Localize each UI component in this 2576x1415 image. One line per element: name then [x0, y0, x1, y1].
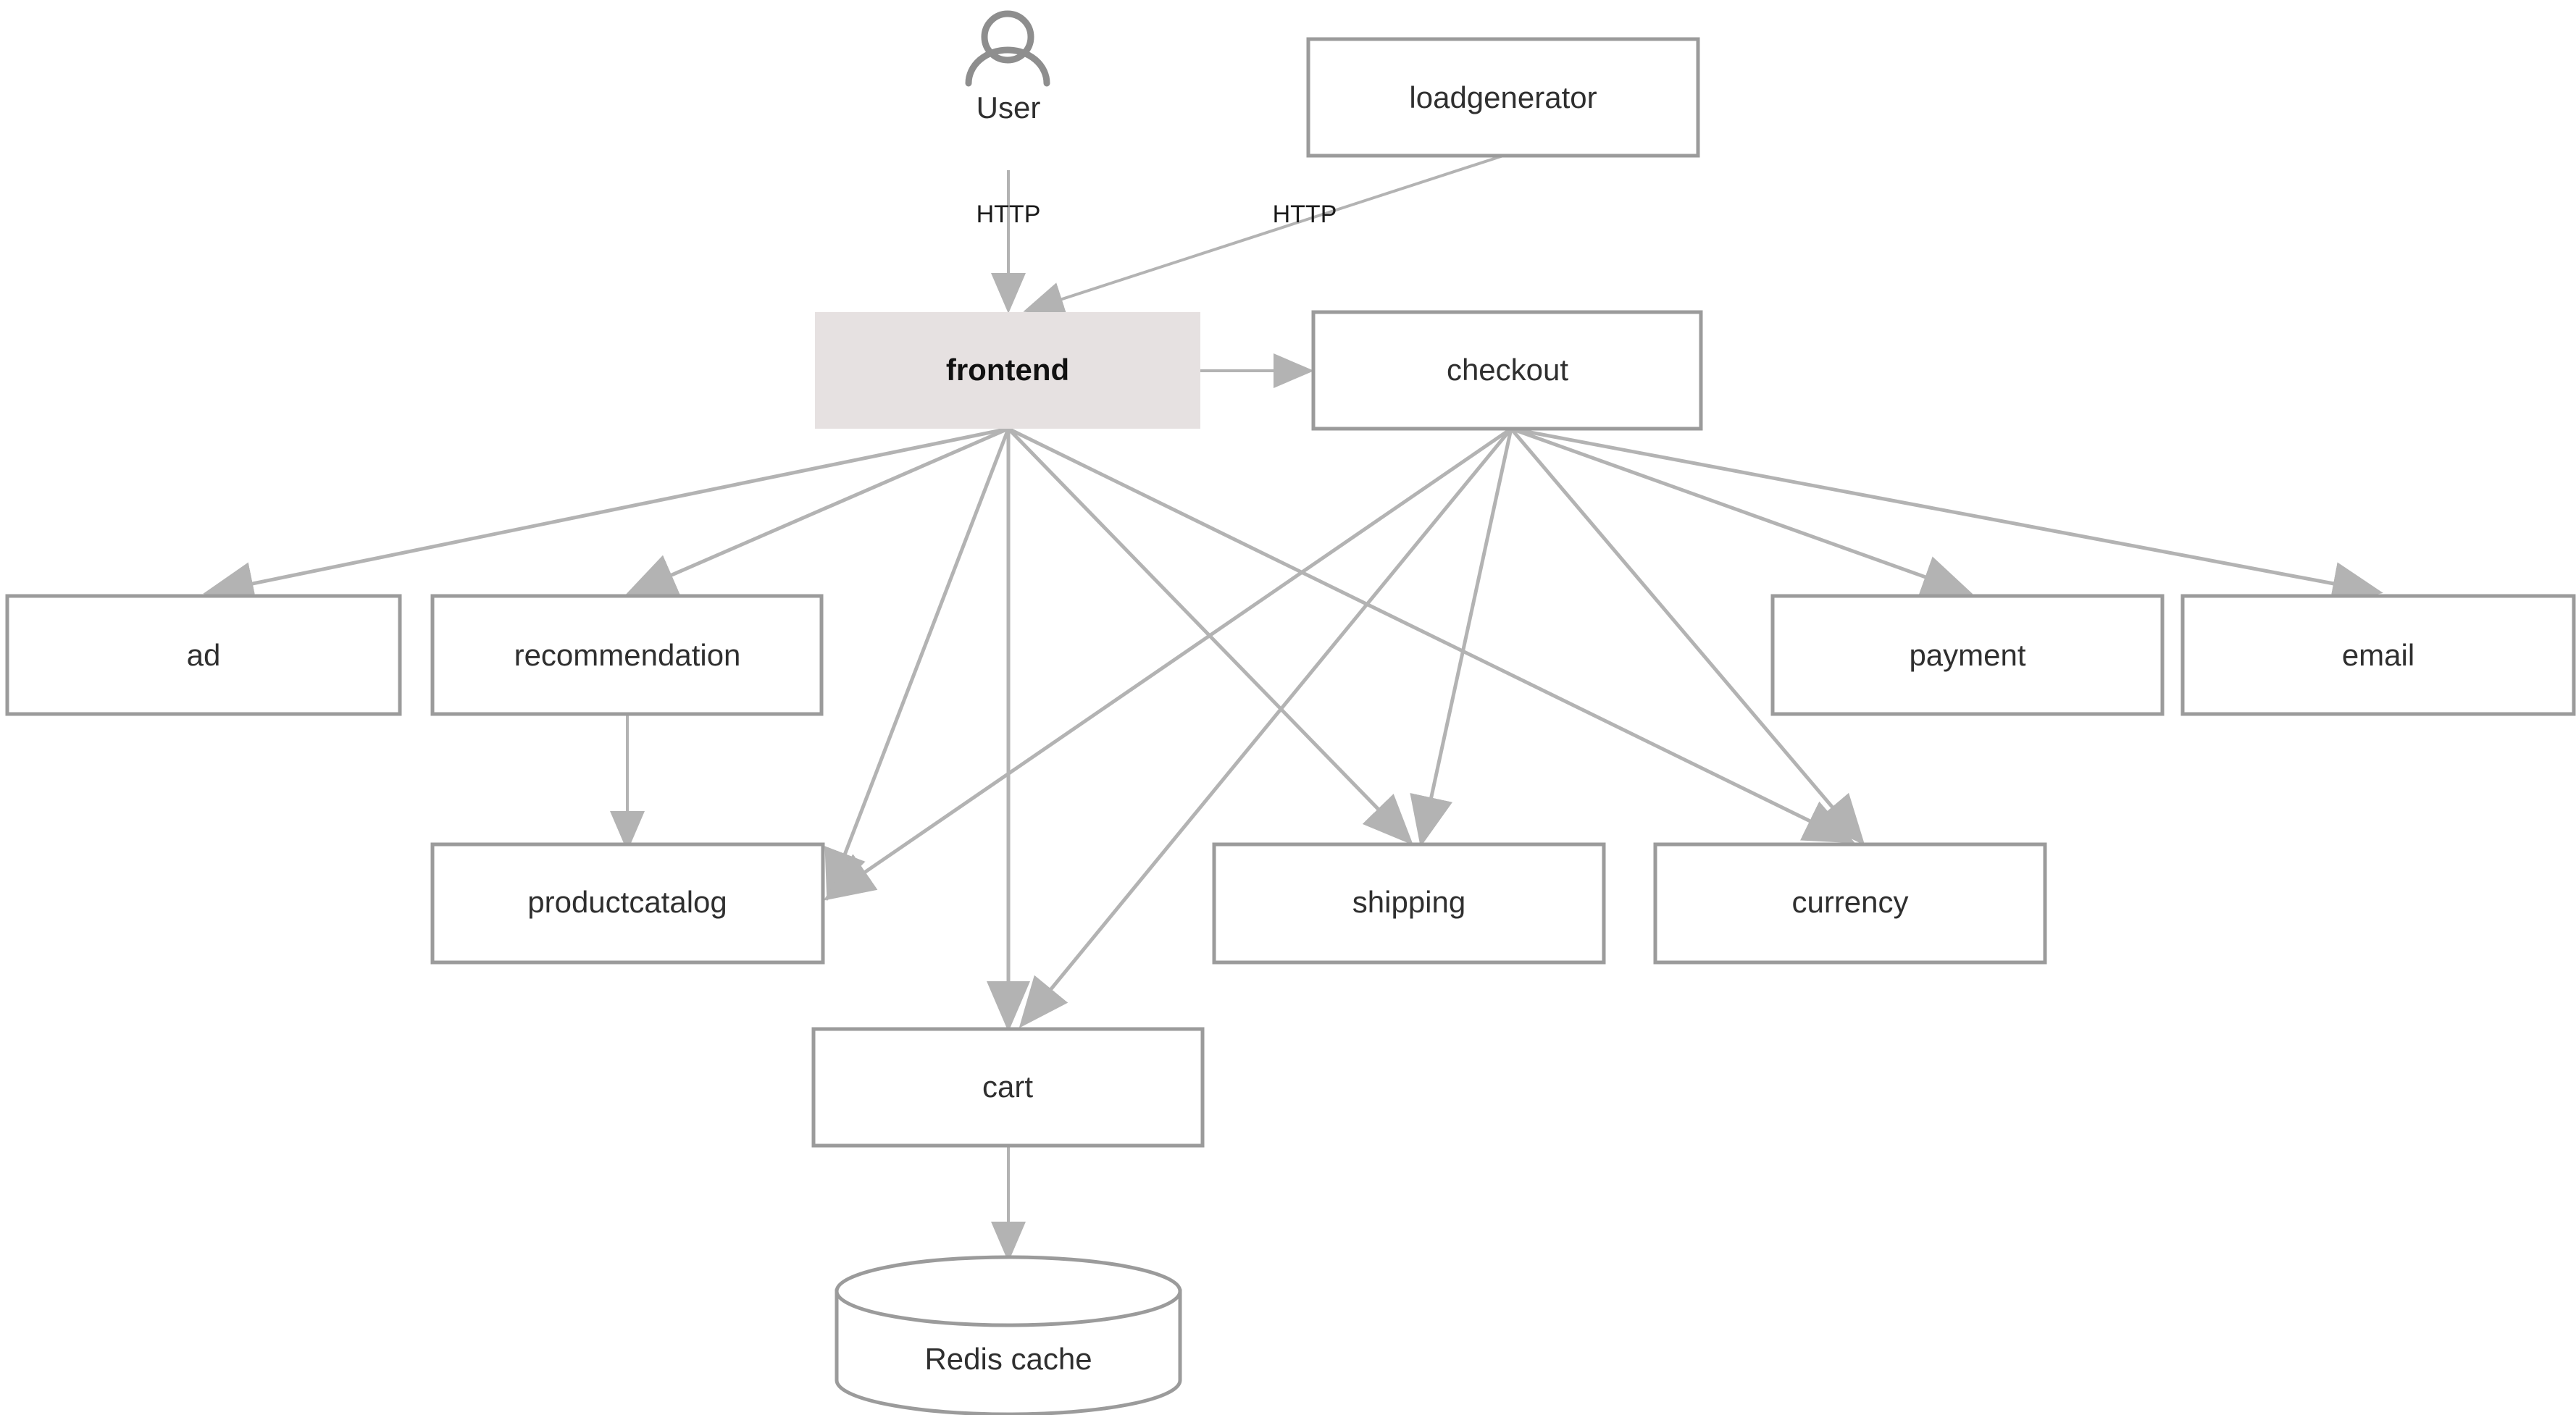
node-checkout[interactable]: checkout: [1311, 310, 1703, 431]
node-frontend-label: frontend: [946, 353, 1069, 387]
edge-checkout-to-email: [1510, 427, 2383, 605]
edge-checkout-to-currency: [1510, 427, 1865, 846]
node-productcatalog[interactable]: productcatalog: [430, 842, 825, 965]
node-recommendation[interactable]: recommendation: [430, 594, 824, 716]
node-currency-label: currency: [1791, 885, 1908, 919]
edge-loadgenerator-to-frontend: [1023, 154, 1504, 316]
node-shipping-label: shipping: [1352, 885, 1465, 919]
edge-checkout-to-cart: [1019, 427, 1513, 1028]
node-frontend[interactable]: frontend: [815, 312, 1200, 429]
node-ad-label: ad: [187, 638, 221, 672]
node-shipping[interactable]: shipping: [1212, 842, 1606, 965]
node-email[interactable]: email: [2180, 594, 2576, 716]
node-recommendation-label: recommendation: [514, 638, 741, 672]
edge-label-loadgenerator-http: HTTP: [1273, 201, 1337, 228]
edge-frontend-to-ad: [203, 427, 1009, 605]
edge-frontend-to-productcatalog: [824, 428, 1011, 902]
edge-checkout-to-shipping: [1410, 428, 1513, 847]
node-checkout-label: checkout: [1447, 353, 1568, 387]
node-currency[interactable]: currency: [1653, 842, 2047, 965]
node-email-label: email: [2342, 638, 2414, 672]
node-redis-cache[interactable]: Redis cache: [835, 1255, 1182, 1415]
node-redis-cache-label: Redis cache: [924, 1342, 1092, 1376]
edge-checkout-to-productcatalog: [823, 427, 1513, 901]
edge-checkout-to-payment: [1510, 427, 1973, 598]
node-productcatalog-label: productcatalog: [527, 885, 727, 919]
person-icon: [965, 10, 1050, 87]
node-cart-label: cart: [982, 1070, 1033, 1104]
node-loadgenerator[interactable]: loadgenerator: [1306, 37, 1700, 158]
actor-user[interactable]: User: [965, 10, 1050, 125]
node-payment[interactable]: payment: [1770, 594, 2165, 716]
edge-frontend-to-recommendation: [624, 427, 1009, 595]
node-ad[interactable]: ad: [5, 594, 402, 716]
edge-label-user-http: HTTP: [977, 201, 1041, 228]
node-cart[interactable]: cart: [811, 1027, 1205, 1148]
edge-frontend-to-currency: [1007, 427, 1855, 844]
actor-user-label: User: [977, 91, 1041, 125]
node-loadgenerator-label: loadgenerator: [1409, 80, 1597, 114]
node-payment-label: payment: [1909, 638, 2025, 672]
